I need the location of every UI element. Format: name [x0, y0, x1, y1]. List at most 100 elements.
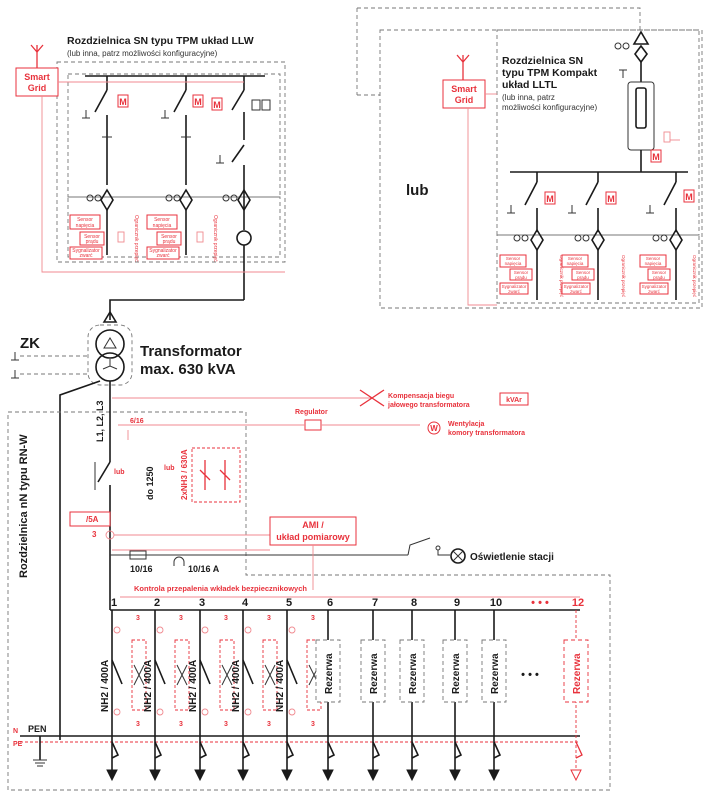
svg-text:Sensor: Sensor: [646, 256, 661, 261]
feeder-arrow: [488, 769, 500, 782]
feeder-number: 5: [286, 597, 292, 609]
zk-label: ZK: [20, 335, 40, 352]
lltl-motor-icon-1: [544, 191, 556, 205]
smart-grid-right: Smart Grid: [442, 54, 497, 306]
feeder-fuse-label: NH2 / 400A: [231, 660, 242, 712]
svg-text:Ogranicznik przepięć: Ogranicznik przepięć: [559, 255, 564, 298]
feeder-number: 8: [411, 597, 417, 609]
reserve-label: Rezerwa: [451, 653, 462, 694]
feeder-arrow: [237, 769, 249, 782]
feeder-number: 9: [454, 597, 460, 609]
lamp-icon: [450, 548, 466, 564]
svg-text:kVAr: kVAr: [506, 397, 522, 404]
svg-text:10/16: 10/16: [130, 564, 153, 574]
svg-text:napięcia: napięcia: [76, 223, 95, 229]
svg-text:Sensor: Sensor: [568, 256, 583, 261]
llw-surge-arrester-1: Ogranicznik przepięć: [133, 215, 139, 262]
svg-text:Sensor: Sensor: [652, 270, 667, 275]
svg-text:Sensor: Sensor: [514, 270, 529, 275]
compensation-switch: [359, 389, 385, 407]
svg-text:M: M: [213, 100, 221, 110]
lltl-motor-icon-top: [650, 149, 662, 163]
llw-title: Rozdzielnica SN typu TPM układ LLW: [67, 35, 254, 47]
main-switch-rating: do 1250: [145, 466, 155, 500]
feeder-ct-count: 3: [311, 721, 315, 728]
feeder-fuse-label: NH2 / 400A: [143, 660, 154, 712]
lltl-title-3: układ LLTL: [502, 79, 558, 91]
smart-grid-box-right: [442, 79, 486, 109]
svg-text:prądu: prądu: [515, 275, 527, 280]
svg-text:Wentylacja: Wentylacja: [448, 421, 485, 428]
feeder-number: 10: [490, 597, 502, 609]
lltl-motor-icon-2: [605, 191, 617, 205]
feeder-arrow: [570, 769, 582, 782]
feeder-ct-count: 3: [267, 615, 271, 622]
svg-text:jałowego transformatora: jałowego transformatora: [387, 402, 470, 409]
feeder-number: 6: [327, 597, 333, 609]
svg-text:M: M: [607, 194, 615, 204]
feeder-ct-count: 3: [136, 615, 140, 622]
reserve-label: Rezerwa: [324, 653, 335, 694]
feeder-number: 3: [199, 597, 205, 609]
svg-text:prądu: prądu: [86, 239, 99, 245]
svg-text:zwarć: zwarć: [156, 253, 170, 259]
feeder-arrow: [194, 769, 206, 782]
svg-text:napięcia: napięcia: [153, 223, 172, 229]
llw-sensor-voltage-2: [146, 214, 178, 230]
smart-grid-box-left: [15, 67, 59, 97]
svg-text:Sensor: Sensor: [154, 217, 170, 223]
llw-switch-3: [231, 89, 245, 111]
feeder-number: 4: [242, 597, 249, 609]
svg-text:Sensor: Sensor: [161, 234, 177, 240]
lltl-motor-icon-3: [683, 189, 695, 203]
svg-text:Kompensacja biegu: Kompensacja biegu: [388, 393, 454, 400]
smart-grid-left: Smart Grid: [15, 44, 285, 273]
llw-fault-indicator-1: [69, 246, 103, 260]
llw-outer-frame: [56, 61, 286, 263]
nh3-fuse-label: 2xNH3 / 630A: [180, 449, 189, 500]
reserve-label: Rezerwa: [490, 653, 501, 694]
svg-text:komory transformatora: komory transformatora: [448, 430, 525, 437]
feeder-arrow: [149, 769, 161, 782]
reserve-frame: [360, 639, 386, 703]
llw-surge-arrester-2: Ogranicznik przepięć: [212, 215, 218, 262]
feeder-ct-count: 3: [179, 721, 183, 728]
svg-text:napięcia: napięcia: [567, 261, 584, 266]
feeder-arrow: [406, 769, 418, 782]
llw-motor-icon-3: [211, 97, 223, 111]
transformer-section: Transformator max. 630 kVA ZK: [11, 299, 244, 740]
feeder-dots-top: • • •: [531, 597, 549, 609]
svg-text:Sensor: Sensor: [576, 270, 591, 275]
lv-board-frame: [7, 411, 611, 791]
svg-text:Sygnalizator: Sygnalizator: [72, 248, 100, 254]
llw-switch-2: [173, 89, 187, 113]
fuse-10-16: [129, 550, 147, 560]
svg-text:zwarć: zwarć: [508, 289, 521, 294]
reserve-label: Rezerwa: [369, 653, 380, 694]
svg-text:napięcia: napięcia: [505, 261, 522, 266]
feeder-ct-count: 3: [136, 721, 140, 728]
svg-text:prądu: prądu: [163, 239, 176, 245]
svg-text:zwarć: zwarć: [570, 289, 583, 294]
reserve-frame: [442, 639, 468, 703]
reserve-label: Rezerwa: [572, 653, 583, 694]
feeder-ct-count: 3: [267, 721, 271, 728]
llw-upper-frame: [67, 73, 281, 198]
feeder-arrow: [106, 769, 118, 782]
reserve-frame: [563, 639, 589, 703]
feeder-number: 7: [372, 597, 378, 609]
fan-icon: [427, 421, 441, 435]
svg-text:układ pomiarowy: układ pomiarowy: [276, 532, 350, 542]
oswietlenie-label: Oświetlenie stacji: [470, 552, 554, 563]
svg-text:napięcia: napięcia: [645, 261, 662, 266]
svg-text:Ogranicznik przepięć: Ogranicznik przepięć: [621, 255, 626, 298]
